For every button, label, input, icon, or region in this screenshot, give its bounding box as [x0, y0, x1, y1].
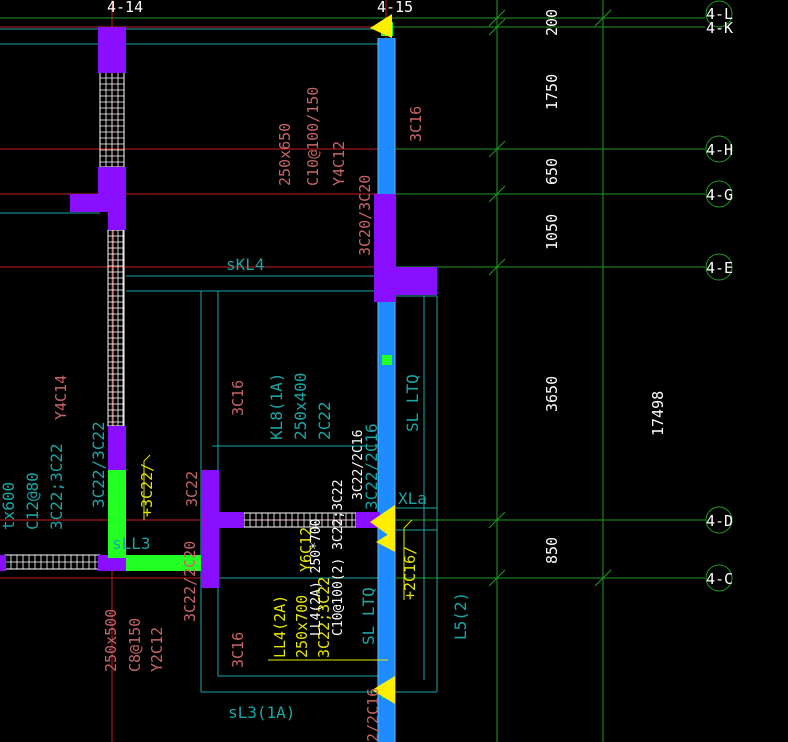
rebar-3c16-mid: 3C16 — [229, 380, 247, 416]
dim-1050: 1050 — [543, 214, 561, 250]
axis-bubble-4-G[interactable] — [705, 180, 733, 208]
axis-bubble-4-D[interactable] — [705, 506, 733, 534]
dimension-text-group: 200 1750 650 1050 3650 850 17498 — [543, 9, 667, 564]
yellow-triangle-d-lower[interactable] — [376, 530, 395, 552]
left-3c22-3c22: 3C22;3C22 — [47, 443, 66, 530]
row-label-4-G: 4-G — [706, 186, 733, 204]
dim-650: 650 — [543, 158, 561, 185]
green-marker-mid — [382, 355, 392, 365]
dim-850: 850 — [543, 537, 561, 564]
axis-bubble-4-L[interactable] — [705, 0, 733, 28]
sl-ltq-lower: SL LTQ — [359, 587, 378, 645]
kl8-section: 250x400 — [291, 373, 310, 440]
ll4-label: LL4(2A) — [271, 595, 289, 658]
beam-label-sl3: sL3(1A) — [228, 703, 295, 722]
beam-label-xla: XLa — [398, 489, 427, 508]
columns — [0, 27, 437, 588]
kl8-2c22: 2C22 — [315, 401, 334, 440]
yellow-annotations: +3C22/ LL4(2A) 250x700 3C22;3C22 Y6C12 +… — [138, 463, 419, 658]
rebar-y2c12: Y2C12 — [148, 627, 166, 672]
row-label-4-L: 4-L — [706, 5, 733, 23]
ll4-section: 250x700 — [293, 595, 311, 658]
beam-label-l5-2: L5(2) — [451, 592, 470, 640]
rebar-3c16-top: 3C16 — [407, 106, 425, 142]
yellow-leader-lines — [143, 454, 413, 661]
beam-label-sll3: sLL3 — [112, 534, 151, 553]
green-columns — [108, 22, 393, 698]
column-4-14-top[interactable] — [98, 27, 126, 73]
white-annotations: LL4(2A) 250*700 C10@100(2) 3C22;3C22 3C2… — [309, 430, 366, 636]
white-ll4-250-700: LL4(2A) 250*700 — [309, 519, 324, 636]
kl8-label: KL8(1A) — [267, 373, 286, 440]
axis-bubbles — [705, 0, 733, 592]
rebar-3c22-slash: +3C22/ — [138, 463, 156, 517]
support-markers — [370, 14, 395, 704]
red-annotations: 250x650 C10@100/150 Y4C12 3C16 3C20/3C20… — [52, 87, 425, 742]
axis-bubble-4-H[interactable] — [705, 135, 733, 163]
yellow-triangle-bottom[interactable] — [372, 676, 395, 704]
green-column-left[interactable] — [108, 470, 126, 558]
axis-bubble-4-E[interactable] — [705, 253, 733, 281]
axis-bubble-4-C[interactable] — [705, 564, 733, 592]
green-beam-ll3[interactable] — [126, 555, 201, 571]
dim-total-17498: 17498 — [649, 391, 667, 436]
sl-ltq-upper: SL LTQ — [403, 374, 422, 432]
bottom-2c16: 2/2C16 — [364, 688, 382, 742]
rebar-3c22-col: 3C22 — [183, 471, 201, 507]
row-label-4-E: 4-E — [706, 259, 733, 277]
rebar-y4c14: Y4C14 — [52, 375, 70, 420]
yellow-triangle-d[interactable] — [370, 505, 395, 540]
grid-label-group: 4-14 4-15 — [107, 0, 413, 16]
rebar-3c16-low: 3C16 — [229, 632, 247, 668]
stirrup-c8-150: C8@150 — [126, 618, 144, 672]
column-4-14-g-web[interactable] — [108, 194, 126, 230]
beam-section-label: 250x650 — [276, 123, 294, 186]
rebar-y4c12: Y4C12 — [330, 141, 348, 186]
yellow-triangle-top[interactable] — [370, 14, 392, 38]
column-t-flange[interactable] — [201, 512, 244, 528]
ll4-y6c12: Y6C12 — [297, 527, 315, 572]
left-c12-80: C12@80 — [23, 472, 42, 530]
masonry-wall-horizontal — [4, 512, 357, 570]
row-label-4-H: 4-H — [706, 141, 733, 159]
shear-wall[interactable] — [378, 38, 395, 742]
rebar-3c22-3c22: 3C22/3C22 — [89, 421, 108, 508]
dim-3650: 3650 — [543, 376, 561, 412]
plus-2c16: +2C16/ — [401, 546, 419, 600]
dim-1750: 1750 — [543, 74, 561, 110]
beam-label-skl4: sKL4 — [226, 255, 265, 274]
axis-lines — [0, 0, 705, 742]
column-4-15-e[interactable] — [374, 194, 396, 302]
beam-250x500: 250x500 — [102, 609, 120, 672]
row-label-4-K: 4-K — [706, 19, 733, 37]
white-3c22-2c16: 3C22/2C16 — [351, 430, 366, 500]
row-label-4-D: 4-D — [706, 512, 733, 530]
beam-outlines — [0, 28, 438, 693]
column-4-14-d[interactable] — [108, 426, 126, 470]
ll4-rebar: 3C22;3C22 — [315, 577, 333, 658]
column-4-15-e-flange[interactable] — [396, 267, 437, 295]
column-left-edge[interactable] — [0, 555, 6, 571]
row-label-4-C: 4-C — [706, 570, 733, 588]
column-4-14-c[interactable] — [98, 555, 126, 571]
rebar-3c22-2c20: 3C22/2C20 — [181, 541, 199, 622]
dim-200: 200 — [543, 9, 561, 36]
grid-label-4-15: 4-15 — [377, 0, 413, 16]
masonry-wall-vertical — [99, 71, 125, 427]
column-t-web[interactable] — [201, 470, 219, 588]
left-tx600: tx600 — [0, 482, 18, 530]
cyan-annotations: sKL4 SL LTQ KL8(1A) 250x400 2C22 3C22/3C… — [0, 255, 470, 722]
cyan-3c22-2c16: 3C22/2C16 — [362, 423, 381, 510]
grid-label-4-14: 4-14 — [107, 0, 143, 16]
column-4-14-g[interactable] — [98, 167, 126, 197]
stirrup-label: C10@100/150 — [304, 87, 322, 186]
row-label-group: 4-L 4-K 4-H 4-G 4-E 4-D 4-C — [706, 5, 733, 588]
white-c10-100: C10@100(2) 3C22;3C22 — [331, 479, 346, 636]
rebar-3c20-3c20: 3C20/3C20 — [356, 175, 374, 256]
